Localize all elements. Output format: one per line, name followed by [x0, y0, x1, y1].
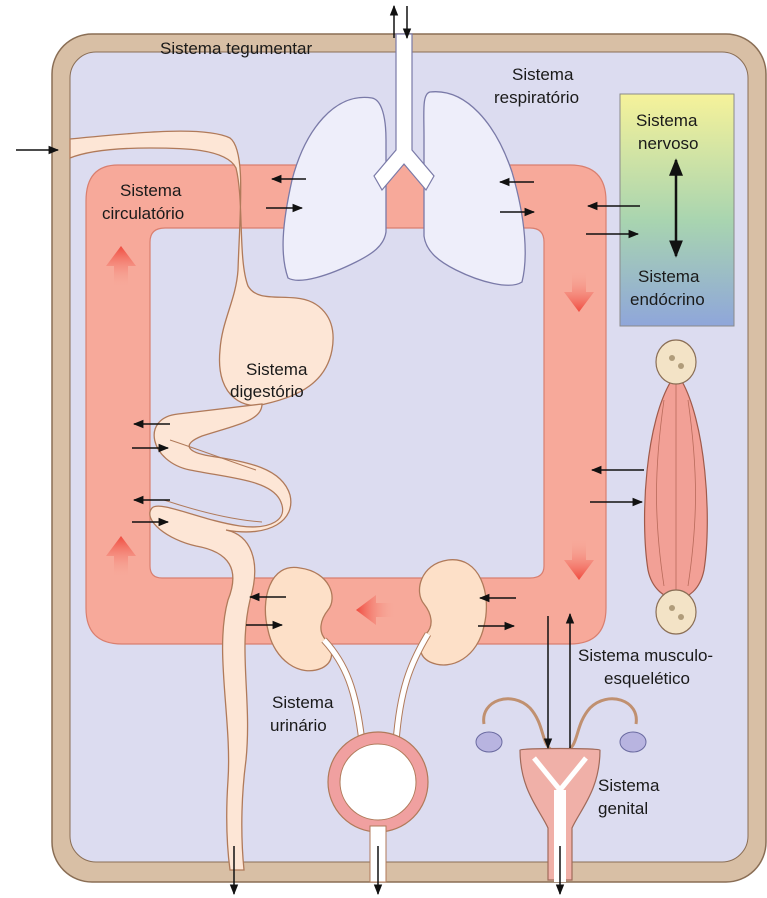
- label-genital-2: genital: [598, 799, 648, 818]
- label-respiratorio-1: Sistema: [512, 65, 574, 84]
- ovary: [620, 732, 646, 752]
- label-respiratorio-2: respiratório: [494, 88, 579, 107]
- label-musculo-1: Sistema musculo-: [578, 646, 713, 665]
- label-musculo-2: esquelético: [604, 669, 690, 688]
- label-digestorio-2: digestório: [230, 382, 304, 401]
- label-nervoso-2: nervoso: [638, 134, 698, 153]
- label-tegumentar: Sistema tegumentar: [160, 39, 312, 58]
- label-circulatorio-2: circulatório: [102, 204, 184, 223]
- label-nervoso-1: Sistema: [636, 111, 698, 130]
- label-urinario-1: Sistema: [272, 693, 334, 712]
- ovary: [476, 732, 502, 752]
- label-urinario-2: urinário: [270, 716, 327, 735]
- label-endocrino-1: Sistema: [638, 267, 700, 286]
- label-endocrino-2: endócrino: [630, 290, 705, 309]
- label-digestorio-1: Sistema: [246, 360, 308, 379]
- label-genital-1: Sistema: [598, 776, 660, 795]
- label-circulatorio-1: Sistema: [120, 181, 182, 200]
